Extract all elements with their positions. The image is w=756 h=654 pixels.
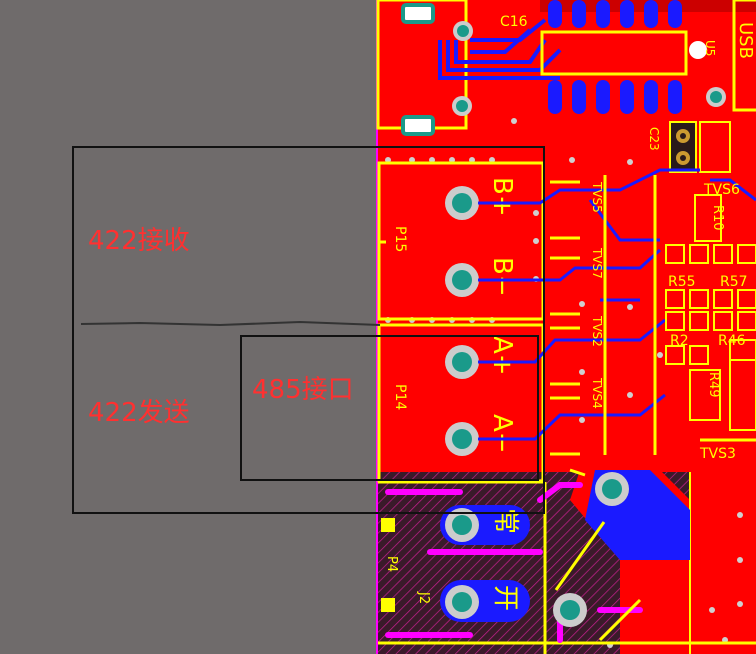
annotation-box-485[interactable] [240,335,539,481]
r10-label: R10 [710,205,725,231]
signal-traces [478,168,756,442]
c23-footprint[interactable] [669,121,731,173]
u5-ic[interactable] [540,0,726,114]
tvs4-label: TVS4 [590,377,604,409]
r49-label: R49 [706,372,721,398]
resistor-array[interactable] [665,194,756,431]
p4-connector[interactable] [381,518,395,612]
p4-label: P4 [384,556,399,572]
c16-label: C16 [500,14,528,30]
p14-label: P14 [392,384,408,410]
u5-label: U5 [703,40,717,56]
tvs2-label: TVS2 [590,315,604,347]
r2-label: R2 [670,333,689,349]
usb-connector[interactable] [732,0,756,112]
c16-footprint[interactable] [376,0,473,136]
p15-label: P15 [392,226,408,252]
annotation-485-port: 485接口 [252,375,354,405]
copper-pour-lower-right [690,480,756,654]
pin-a-plus-label: A+ [487,336,517,376]
tvs7-label: TVS7 [590,247,604,279]
pin-b-minus-label: B− [487,257,517,297]
j2-label: J2 [416,591,431,604]
usb-traces [438,18,562,80]
tvs-footprints[interactable] [550,175,756,456]
relay-footprint[interactable] [553,468,690,642]
usb-label: USB [735,22,756,59]
annotation-422-rx: 422接收 [88,226,190,256]
c23-label: C23 [647,127,661,151]
annotation-box-422[interactable] [72,146,545,514]
j2-pads[interactable] [440,505,530,622]
r55-label: R55 [668,274,696,290]
pin-a-minus-label: A− [487,414,517,454]
annotation-boxes [72,146,545,514]
pin-chang-label: 常 [490,508,520,534]
tvs5-label: TVS5 [590,181,604,213]
annotation-divider [80,320,381,327]
pin-kai-label: 开 [490,585,520,611]
pin-b-plus-label: B+ [487,177,517,217]
r57-label: R57 [720,274,748,290]
r46-label: R46 [718,333,746,349]
tvs3-label: TVS3 [699,446,736,462]
annotation-422-tx: 422发送 [88,398,190,428]
